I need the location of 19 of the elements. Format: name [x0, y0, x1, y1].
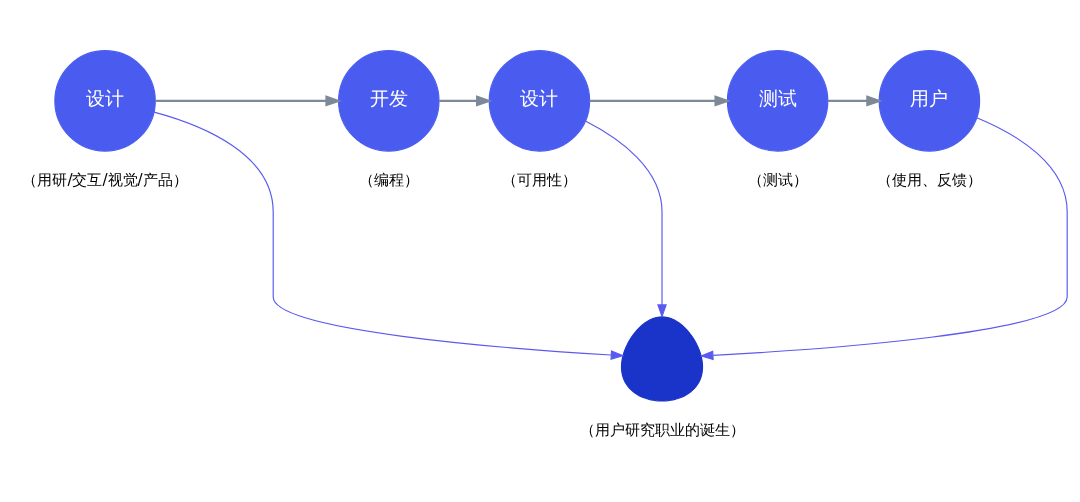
node-label: （编程）	[358, 170, 419, 189]
arrow	[828, 94, 883, 107]
node-person	[620, 315, 704, 402]
node-label: （用户研究职业的诞生）	[579, 420, 745, 439]
arrow	[155, 94, 342, 107]
arrow	[699, 116, 1068, 360]
node-circle: 测试	[726, 49, 829, 152]
node-circle: 设计	[488, 49, 591, 152]
node-circle: 开发	[338, 49, 440, 152]
arrow	[153, 111, 625, 360]
arrow	[589, 94, 731, 107]
node-circle: 用户	[878, 49, 981, 152]
arrow	[439, 94, 493, 107]
node-label: （使用、反馈）	[876, 170, 982, 189]
arrow	[584, 119, 667, 318]
node-label: （可用性）	[501, 170, 577, 189]
node-label: （测试）	[747, 170, 808, 189]
node-circle: 设计	[54, 49, 156, 152]
node-label: （用研/交互/视觉/产品）	[22, 170, 188, 189]
